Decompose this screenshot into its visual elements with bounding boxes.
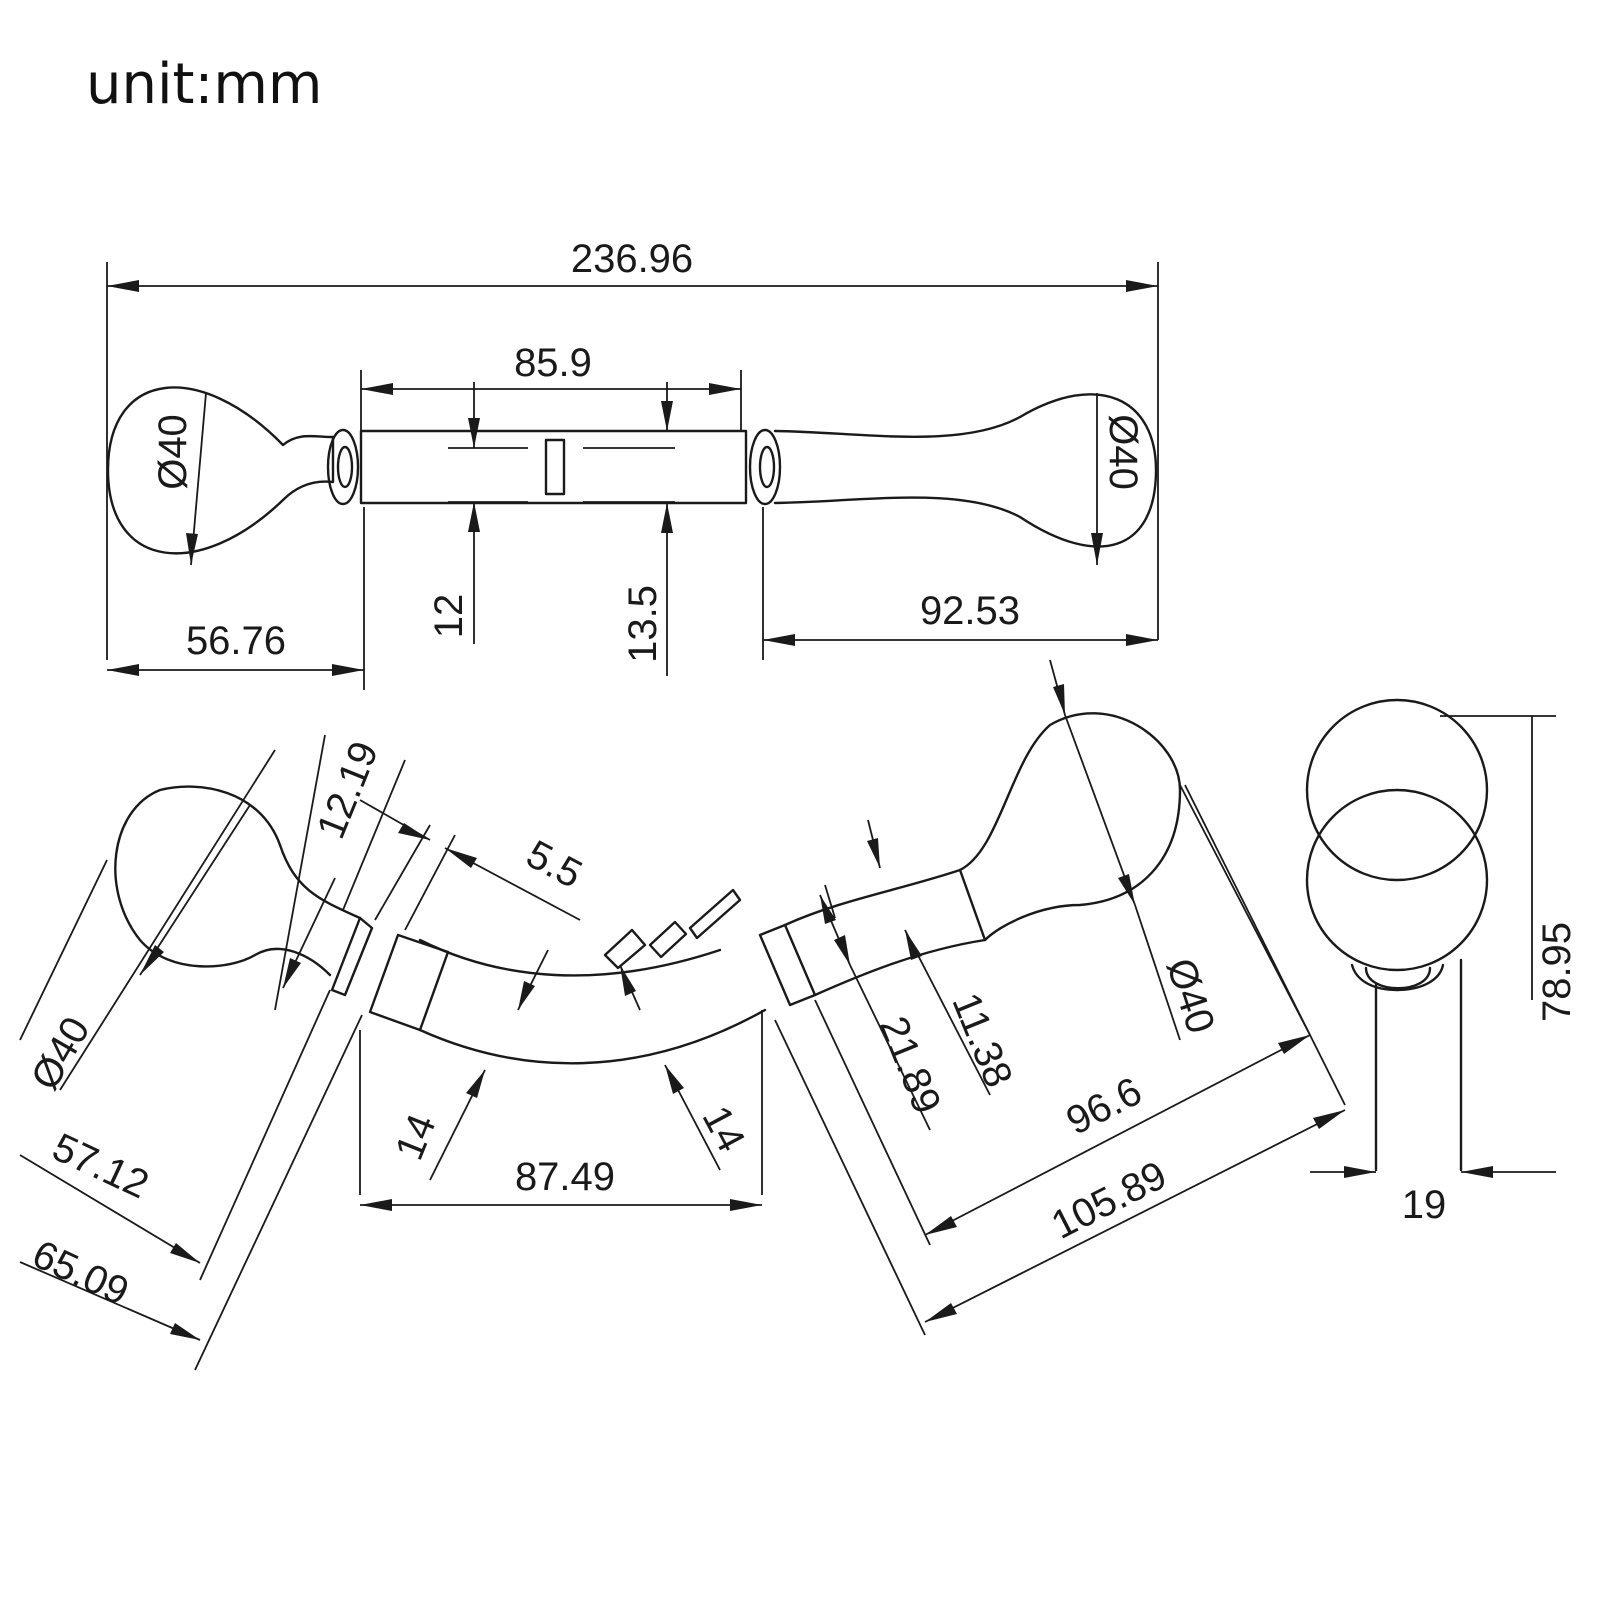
dim-neck-width: 11.38: [943, 987, 1020, 1094]
unit-label: unit:mm: [86, 52, 323, 117]
dim-left-arm-outer: 65.09: [26, 1232, 135, 1314]
dim-side-width: 19: [1402, 1183, 1447, 1227]
curved-left-ring: [330, 916, 374, 997]
curved-bar-top: [418, 938, 722, 977]
dim-left-section: 56.76: [186, 619, 286, 663]
dim-inner-height: 12: [427, 594, 471, 639]
curved-bar-bottom: [418, 1008, 767, 1065]
dim-left-thick: 14: [387, 1108, 444, 1166]
top-left-ring: [326, 428, 360, 506]
side-view: 78.95 19: [1305, 698, 1579, 1227]
dim-cone-width: 21.89: [871, 1010, 949, 1119]
curved-left-ball-outline: [114, 785, 332, 977]
top-sleeve: [359, 429, 748, 505]
top-view: 236.96 85.9 Ø40 Ø40 12 13.5 56.76 92.53: [106, 237, 1159, 690]
side-ball-front: [1305, 788, 1489, 972]
dim-outer-height: 13.5: [621, 585, 665, 663]
side-ball-back: [1305, 698, 1489, 882]
dim-overall-length: 236.96: [571, 237, 693, 281]
top-right-ring-inner: [758, 445, 776, 489]
top-right-ring: [748, 428, 782, 506]
curved-right-ring: [758, 923, 817, 1007]
curved-view: Ø40 12.19 5.5 14 14 87.49 57.12 65.09 Ø4…: [19, 659, 1346, 1371]
curved-clip-3: [688, 888, 742, 940]
dim-side-height: 78.95: [1535, 922, 1579, 1022]
curved-clip-2: [648, 920, 688, 959]
dim-gap: 5.5: [519, 832, 589, 897]
curved-right-ball-outline: [958, 712, 1182, 942]
top-left-ring-inner: [336, 445, 354, 489]
curved-right-cone: [783, 868, 987, 997]
dim-ring-width: 12.19: [309, 735, 387, 844]
dim-right-arm-outer: 105.89: [1045, 1153, 1174, 1248]
dim-right-thick: 14: [694, 1099, 754, 1159]
top-right-ball-outline: [773, 393, 1158, 548]
dim-sleeve-length: 85.9: [514, 341, 592, 385]
side-collar: [1350, 963, 1445, 992]
curved-clip-1: [603, 928, 647, 970]
dim-right-arm-inner: 96.6: [1059, 1069, 1148, 1144]
dim-ball-diameter-curved-left: Ø40: [23, 1010, 99, 1097]
dim-ball-diameter-right: Ø40: [1101, 414, 1145, 490]
dim-ball-diameter-left: Ø40: [151, 414, 195, 490]
side-neck-arc: [1364, 966, 1432, 990]
top-left-ball-outline: [106, 386, 335, 555]
top-sleeve-slot: [544, 438, 566, 496]
dim-curved-span: 87.49: [515, 1155, 615, 1199]
dim-right-section: 92.53: [920, 589, 1020, 633]
dim-left-arm-inner: 57.12: [46, 1125, 155, 1207]
dim-ball-diameter-curved-right: Ø40: [1158, 953, 1223, 1039]
curved-left-sleeve: [368, 933, 450, 1032]
